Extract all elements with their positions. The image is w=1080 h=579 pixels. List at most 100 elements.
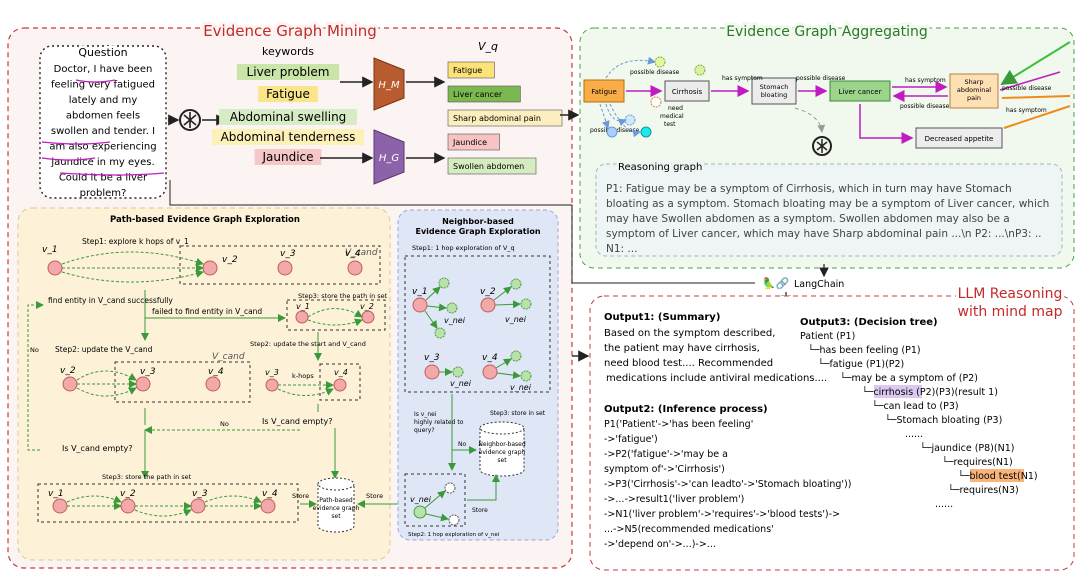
v1-top-label: v_1 (42, 245, 58, 255)
agg-appetite: Decreased appetite (925, 135, 994, 143)
entity-box (447, 61, 495, 79)
question-line: problem? (80, 188, 127, 199)
vcand-mid-label: V_cand (212, 352, 245, 362)
entity-box (447, 109, 563, 127)
keyword-highlight (236, 64, 340, 80)
inference-line: symptom of'->'Cirrhosis') (604, 464, 725, 475)
node-cirrhosis (664, 80, 710, 102)
liver-underline (59, 172, 165, 176)
neighbor-graph: v_1 v_nei v_2 v_nei v_3 v_nei (412, 277, 532, 392)
question-to-langchain-line (169, 180, 755, 284)
tree-node: └─may be a symptom of (P2) (840, 371, 978, 384)
v3-bottom-label: v_3 (192, 489, 208, 499)
inference-line: ->N1('liver problem'->'requires'->'blood… (604, 509, 840, 520)
nb-nei-1: v_nei (444, 316, 466, 325)
vq-label: V_q (478, 40, 498, 53)
no2-label: No (220, 420, 229, 428)
question-line: Doctor, I have been (54, 64, 153, 75)
nb-store: Store (472, 507, 488, 514)
tree-node: ...... (935, 499, 953, 510)
nb-q1: Is v_nei (414, 411, 437, 418)
path-step1: Step1: explore k hops of v_1 (82, 237, 189, 246)
reasoning-label: Reasoning graph (618, 162, 702, 173)
v1-small-label: v_1 (296, 302, 310, 311)
path-set-l3: set (331, 513, 341, 520)
store-label: Store (292, 492, 309, 500)
tree-node: └─blood test(N1) (958, 469, 1038, 482)
node-decreased-appetite (915, 127, 1003, 149)
store2-label: Store (366, 492, 383, 500)
inference-process-text: P1('Patient'->'has been feeling'->'fatig… (604, 419, 851, 550)
no1-label: No (30, 346, 39, 354)
agg-cirrhosis: Cirrhosis (672, 88, 703, 96)
keywords-label: keywords (262, 45, 314, 58)
path-set-l1: Path-based (319, 497, 353, 504)
tree-node: └─fatigue (P1)(P2) (818, 357, 904, 370)
entity-box (447, 85, 521, 103)
nb-v2: v_2 (480, 287, 496, 297)
keyword: Abdominal tenderness (221, 130, 356, 144)
langchain-icon: 🦜🔗 (762, 276, 790, 290)
question-line: abdomen feels (66, 111, 140, 122)
path-find-ok: find entity in V_cand successfully (48, 296, 173, 305)
tree-node: └─Stomach bloating (P3) (885, 413, 1002, 426)
out3-title: Output3: (Decision tree) (800, 317, 938, 328)
edge-possible-disease-3: possible disease (900, 103, 950, 110)
v4-bottom-label: v_4 (262, 489, 278, 499)
node-liver-cancer (829, 80, 891, 102)
agg-fatigue: Fatigue (591, 88, 617, 96)
tree-node: └─requires(N3) (948, 483, 1019, 496)
openai-icon (179, 109, 201, 131)
vcand-box-top (179, 245, 381, 285)
reasoning-line: may have Swollen abdomen as a symptom. S… (606, 213, 1010, 225)
entity-label: Fatigue (453, 66, 482, 75)
llm-title-2: with mind map (958, 304, 1063, 320)
path-set-l2: evidence graph (313, 505, 360, 512)
nb-v4: v_4 (482, 353, 498, 363)
hg-label: H_G (379, 153, 400, 164)
keyword-highlight (254, 149, 322, 165)
path-fail: failed to find entity in V_cand (152, 307, 262, 316)
reasoning-line: symptom of Liver cancer, which may have … (606, 228, 1042, 240)
edge-has-symptom-1: has symptom (722, 75, 763, 82)
langchain-logo: 🦜🔗 LangChain (762, 276, 844, 290)
tree-highlight (874, 385, 922, 398)
v4-right-label: v_4 (334, 368, 348, 377)
nb-set-l1: Neighbor-based (478, 441, 525, 448)
tree-node: ...... (905, 429, 923, 440)
tree-node: └─has been feeling (P1) (808, 343, 921, 356)
path-based-panel: Path-based Evidence Graph Exploration St… (17, 207, 398, 561)
khops-label: k-hops (292, 372, 314, 380)
nb-nei-4: v_nei (510, 383, 532, 392)
tree-highlight (970, 469, 1024, 482)
v2-bottom-label: v_2 (120, 489, 136, 499)
llm-reasoning-panel: LLM Reasoning with mind map Output1: (Su… (589, 283, 1075, 571)
nb-set-l2: evidence graph (479, 449, 526, 456)
llm-title-1: LLM Reasoning (958, 286, 1063, 302)
keyword: Abdominal swelling (230, 110, 347, 124)
reasoning-line: P1: Fatigue may be a symptom of Cirrhosi… (606, 183, 1012, 195)
tree-node: └─jaundice (P8)(N1) (920, 441, 1014, 454)
node-v2-top (202, 260, 218, 276)
inference-line: ->P3('Cirrhosis'->'can leadto'->'Stomach… (604, 479, 851, 490)
v4-mid-label: v_4 (208, 367, 224, 377)
stored-path-box (286, 299, 386, 331)
swollen-underline (41, 141, 111, 145)
hm-encoder: H_M (373, 57, 405, 111)
keyword-highlight (258, 86, 318, 102)
nb-title-1: Neighbor-based (442, 217, 514, 226)
nb-no: No (458, 441, 466, 448)
entity-label: Sharp abdominal pain (453, 114, 541, 123)
nb-set-l3: set (497, 457, 507, 464)
decision-tree: Patient (P1)└─has been feeling (P1)└─fat… (800, 331, 1038, 510)
agg-title: Evidence Graph Aggregating (726, 24, 928, 40)
node-fatigue (583, 79, 625, 103)
entity-box (447, 133, 500, 151)
keyword: Liver problem (247, 65, 330, 79)
path-step2: Step2: update the V_cand (55, 345, 153, 354)
